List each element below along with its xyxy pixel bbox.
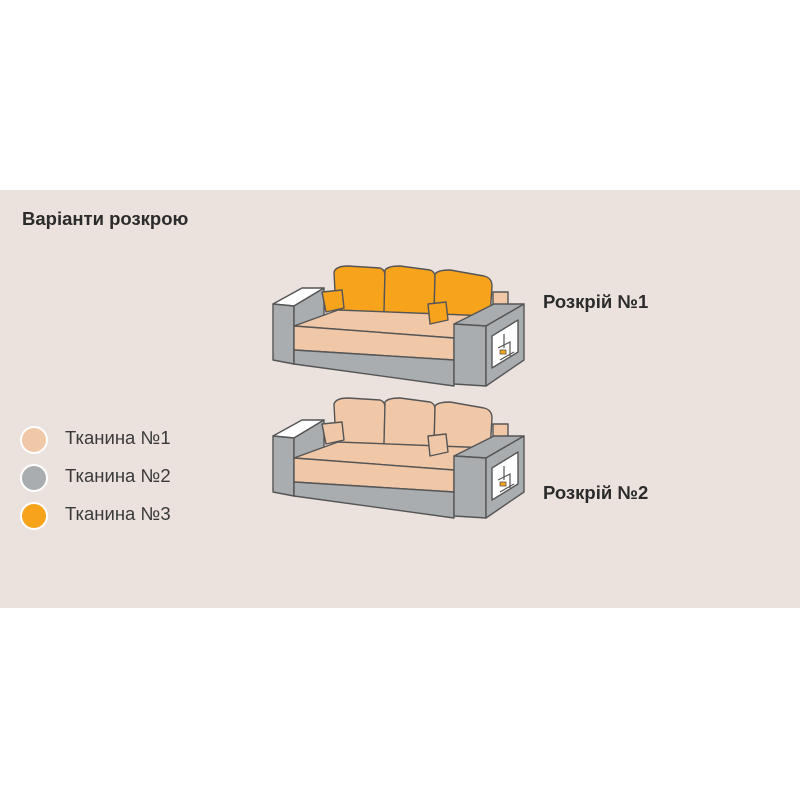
legend-label: Тканина №2 bbox=[65, 465, 171, 486]
sofa-cut-1-illustration bbox=[272, 265, 525, 387]
legend-label: Тканина №3 bbox=[65, 503, 171, 524]
cut-1-label: Розкрій №1 bbox=[543, 291, 649, 312]
fabric-3-swatch bbox=[20, 502, 48, 530]
cut-options-panel: Варіанти розкрою bbox=[0, 190, 800, 608]
legend-item-fabric-3: Тканина №3 bbox=[20, 500, 250, 530]
legend-item-fabric-2: Тканина №2 bbox=[20, 462, 250, 492]
fabric-1-swatch bbox=[20, 426, 48, 454]
legend-item-fabric-1: Тканина №1 bbox=[20, 424, 250, 454]
sofa-cut-2-illustration bbox=[272, 397, 525, 519]
legend-label: Тканина №1 bbox=[65, 427, 171, 448]
fabric-2-swatch bbox=[20, 464, 48, 492]
section-title: Варіанти розкрою bbox=[22, 208, 189, 229]
cut-2-label: Розкрій №2 bbox=[543, 482, 649, 503]
